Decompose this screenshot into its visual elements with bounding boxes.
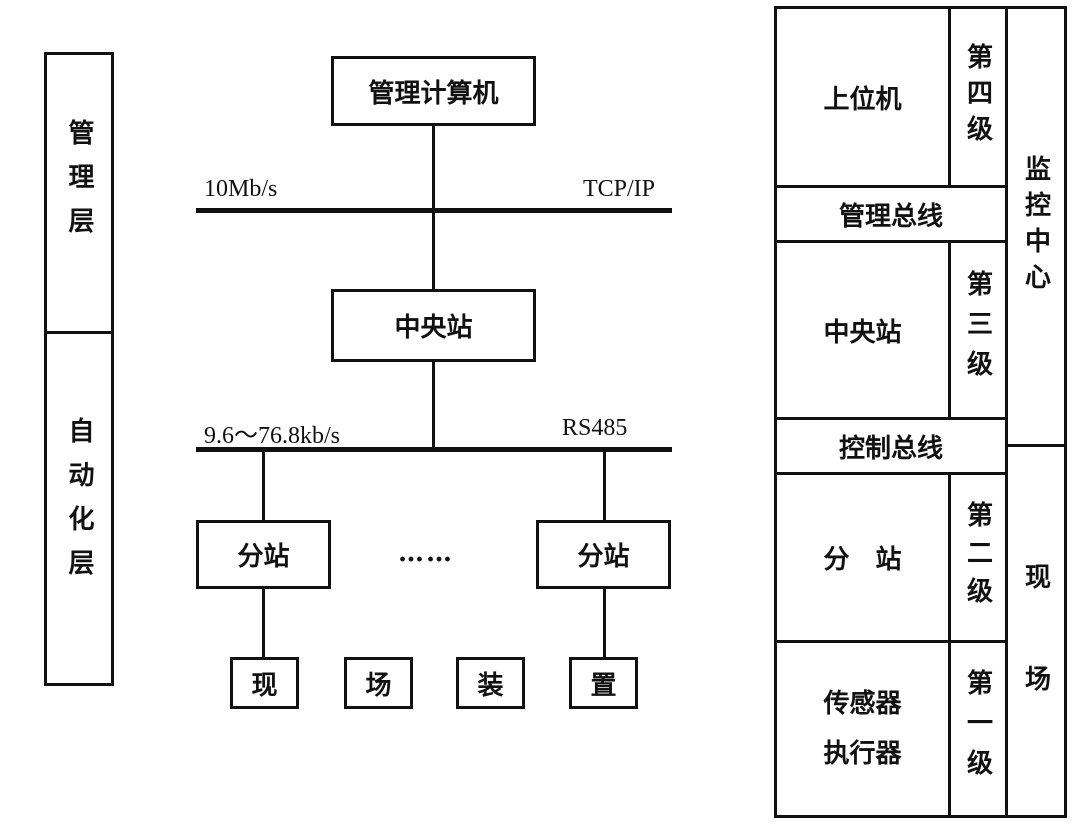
level2-label: 第二级 — [962, 500, 993, 615]
level4-label: 第四级 — [962, 43, 993, 151]
connector-substation-right-device — [603, 589, 606, 657]
connector-bus2-substation-left — [262, 452, 265, 520]
layer-divider — [47, 331, 111, 334]
management-layer-label: 管理层 — [64, 119, 94, 251]
bus1-protocol-label: TCP/IP — [583, 176, 656, 202]
automation-layer-label: 自动化层 — [64, 417, 94, 593]
level3-label: 第三级 — [962, 270, 993, 390]
control-bus-cell: 控制总线 — [774, 417, 1008, 475]
central-station-box: 中央站 — [331, 289, 536, 362]
level3-cell: 第三级 — [948, 240, 1008, 420]
management-bus-line — [196, 208, 672, 213]
field-device-box: 置 — [569, 657, 638, 709]
connector-computer-bus1 — [432, 126, 435, 212]
monitor-center-label: 监控中心 — [1020, 154, 1051, 299]
connector-bus2-substation-right — [603, 452, 606, 520]
field-label: 现 场 — [1020, 563, 1051, 699]
substation-left-box: 分站 — [196, 520, 331, 589]
layer-column: 管理层 自动化层 — [44, 52, 114, 686]
host-cell: 上位机 — [774, 6, 951, 188]
field-device-box: 场 — [344, 657, 413, 709]
mgmt-bus-cell: 管理总线 — [774, 185, 1008, 243]
control-bus-line — [196, 447, 672, 452]
field-device-box: 现 — [230, 657, 299, 709]
field-cell: 现 场 — [1005, 444, 1067, 818]
connector-central-bus2 — [432, 362, 435, 448]
connector-substation-left-device — [262, 589, 265, 657]
bus1-speed-label: 10Mb/s — [204, 176, 278, 202]
field-device-box: 装 — [456, 657, 525, 709]
substation-cell: 分 站 — [774, 472, 951, 643]
ellipsis-label: …… — [398, 538, 454, 568]
management-computer-box: 管理计算机 — [331, 56, 536, 126]
central-station-cell: 中央站 — [774, 240, 951, 420]
level2-cell: 第二级 — [948, 472, 1008, 643]
level1-label: 第一级 — [962, 669, 993, 789]
monitor-center-cell: 监控中心 — [1005, 6, 1067, 447]
connector-bus1-central — [432, 213, 435, 289]
sensor-executor-cell: 传感器 执行器 — [774, 640, 951, 818]
level1-cell: 第一级 — [948, 640, 1008, 818]
substation-right-box: 分站 — [536, 520, 671, 589]
bus2-speed-label: 9.6～76.8kb/s — [204, 423, 341, 449]
level4-cell: 第四级 — [948, 6, 1008, 188]
bus2-protocol-label: RS485 — [562, 415, 628, 441]
